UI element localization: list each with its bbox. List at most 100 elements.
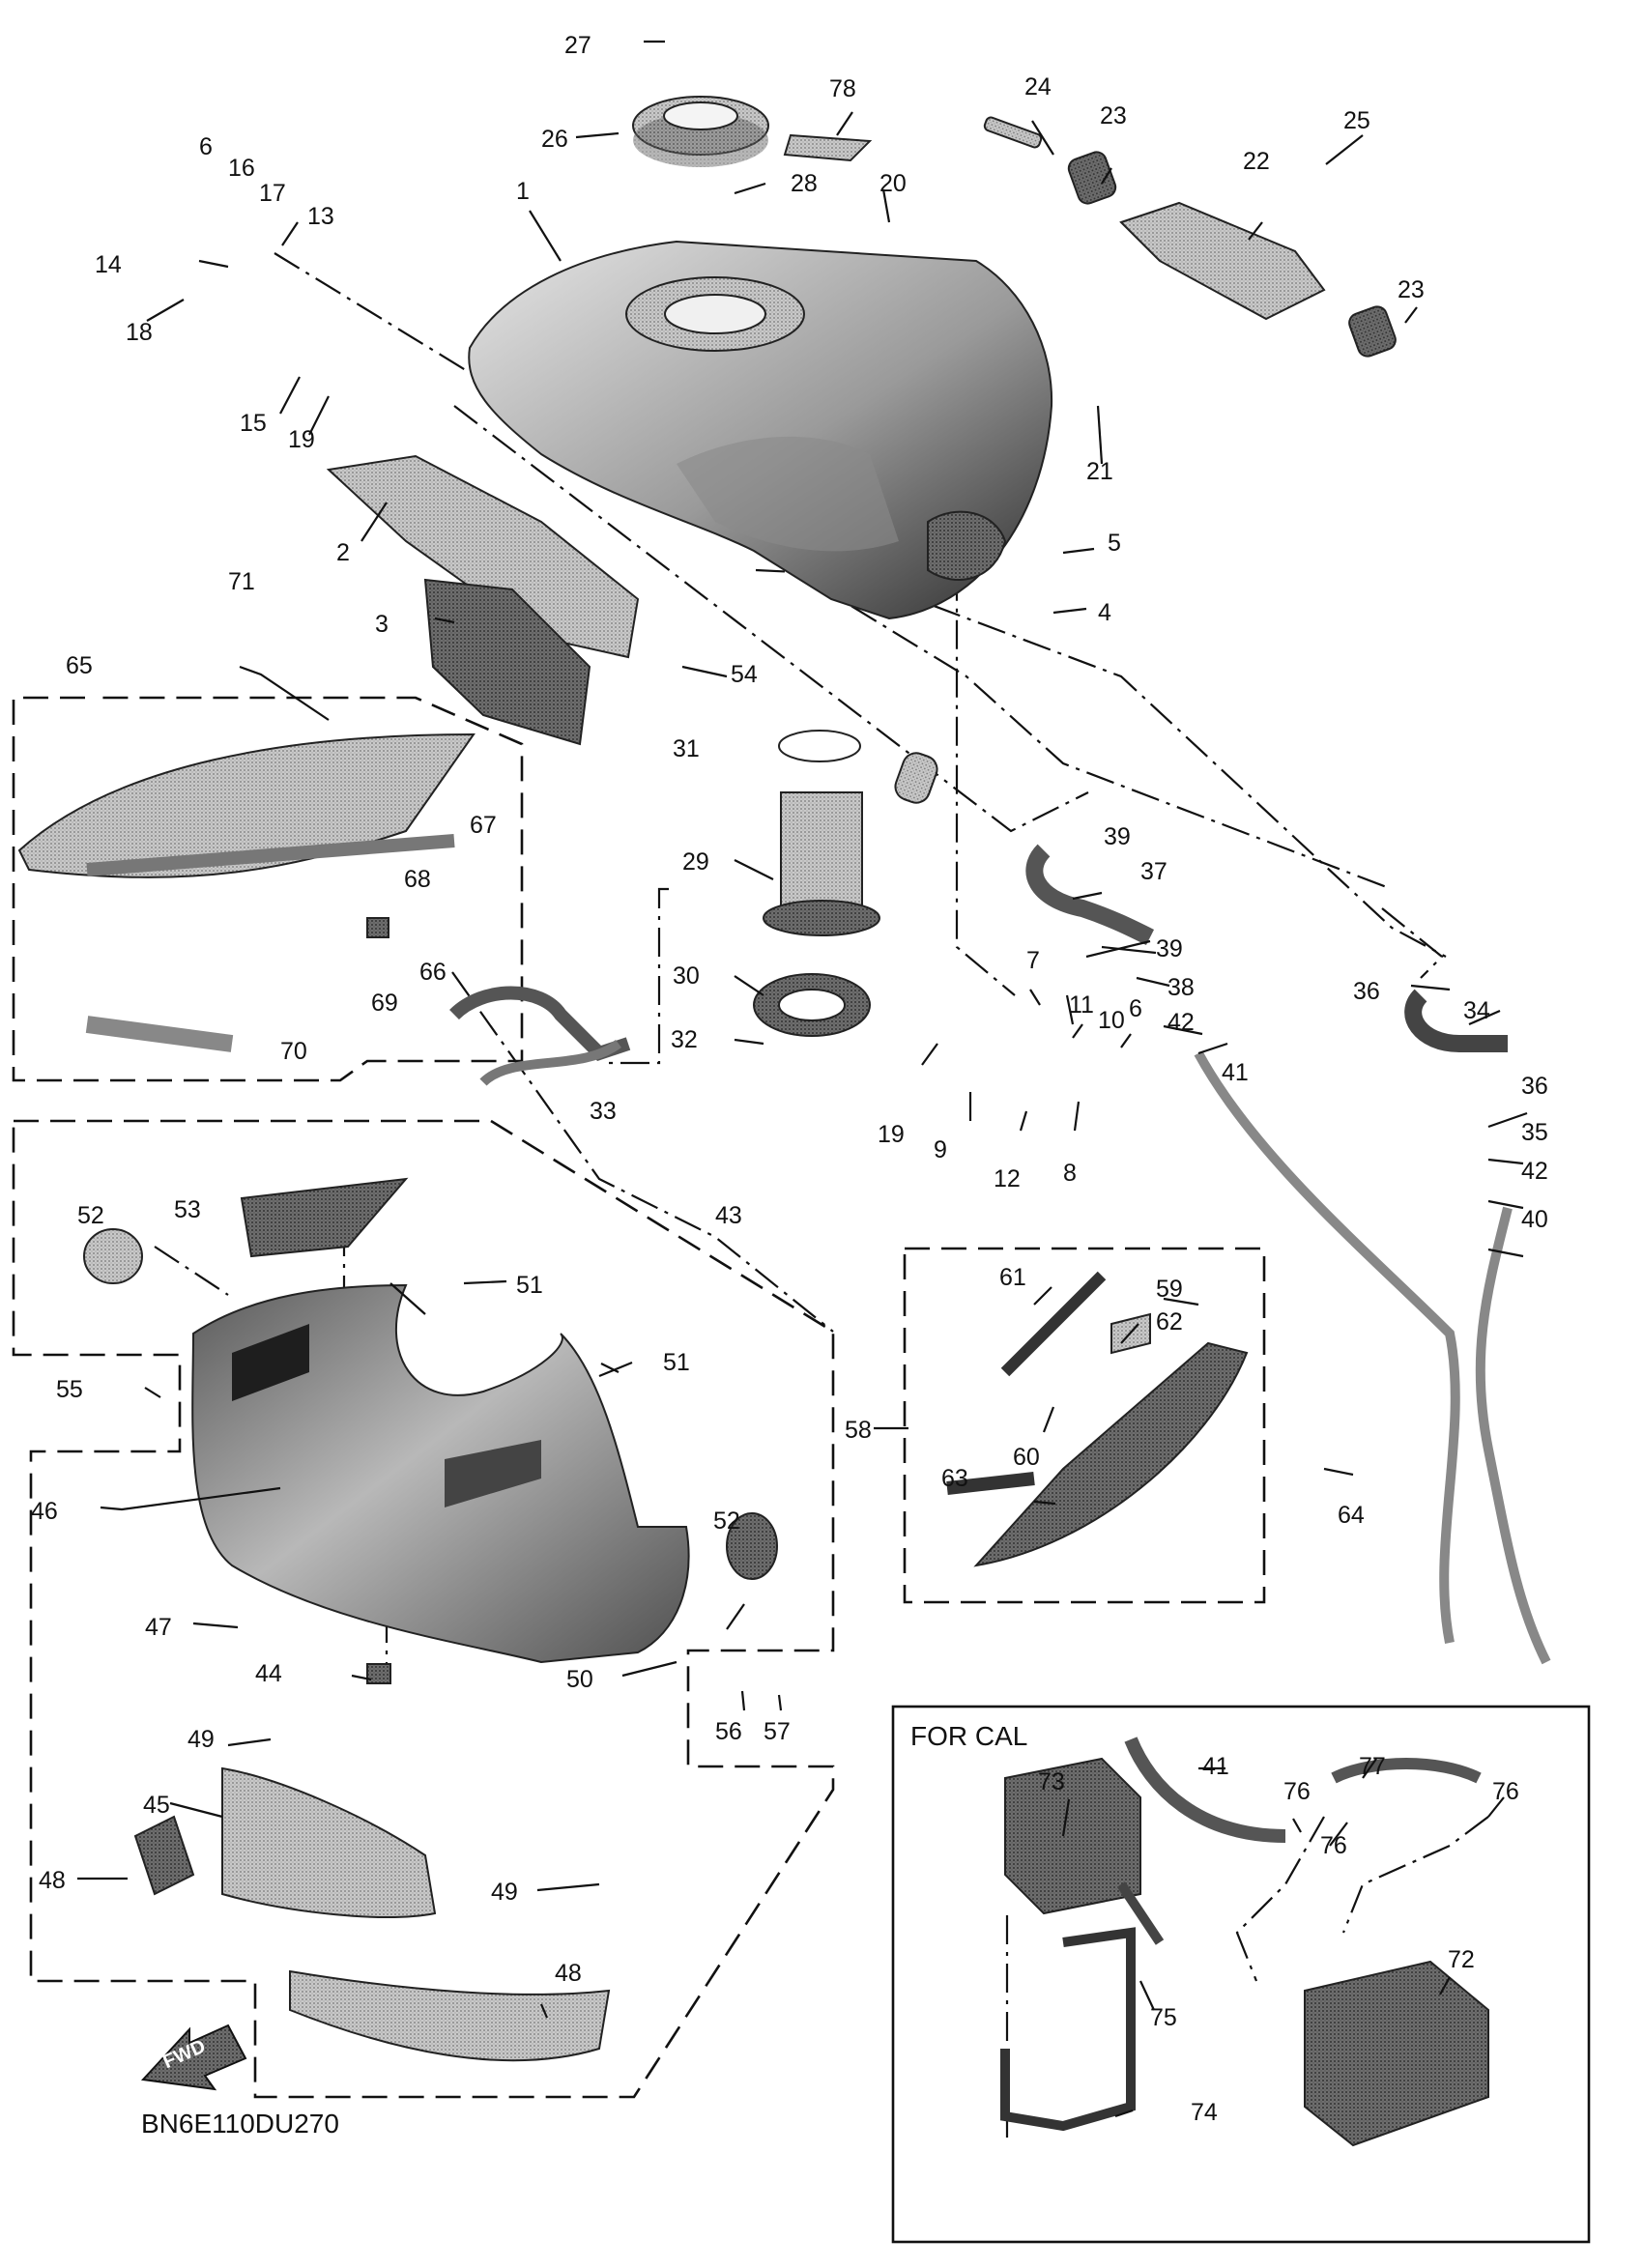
callout-39b: 39 bbox=[1156, 935, 1183, 962]
callout-48a: 48 bbox=[39, 1867, 66, 1894]
callout-67: 67 bbox=[470, 812, 497, 839]
callout-15: 15 bbox=[240, 410, 267, 437]
callout-2: 2 bbox=[336, 539, 350, 566]
for-cal-box bbox=[891, 1705, 1591, 2244]
callout-69: 69 bbox=[371, 990, 398, 1017]
callout-29: 29 bbox=[682, 848, 709, 876]
rear-bracket bbox=[983, 116, 1397, 358]
callout-12: 12 bbox=[994, 1165, 1021, 1192]
callout-40: 40 bbox=[1521, 1206, 1548, 1233]
callout-71: 71 bbox=[228, 568, 255, 595]
callout-16: 16 bbox=[228, 155, 255, 182]
callout-76b: 76 bbox=[1492, 1778, 1519, 1805]
callout-58: 58 bbox=[845, 1417, 872, 1444]
callout-37: 37 bbox=[1140, 858, 1167, 885]
breather-hoses bbox=[1025, 844, 1551, 1665]
callout-34: 34 bbox=[1463, 997, 1490, 1024]
callout-75: 75 bbox=[1150, 2004, 1177, 2031]
group-box-58 bbox=[903, 1247, 1266, 1604]
callout-47: 47 bbox=[145, 1614, 172, 1641]
callout-78: 78 bbox=[829, 75, 856, 102]
callout-3: 3 bbox=[375, 611, 389, 638]
callout-20: 20 bbox=[879, 170, 907, 197]
callout-70: 70 bbox=[280, 1038, 307, 1065]
callout-14: 14 bbox=[95, 251, 122, 278]
callout-54: 54 bbox=[731, 661, 758, 688]
callout-5: 5 bbox=[1108, 530, 1121, 557]
callout-10: 10 bbox=[1098, 1007, 1125, 1034]
callout-11: 11 bbox=[1069, 991, 1094, 1019]
callout-48b: 48 bbox=[555, 1960, 582, 1987]
callout-42b: 42 bbox=[1521, 1158, 1548, 1185]
callout-59: 59 bbox=[1156, 1276, 1183, 1303]
callout-60: 60 bbox=[1013, 1444, 1040, 1471]
callout-72: 72 bbox=[1448, 1946, 1475, 1973]
callout-24: 24 bbox=[1024, 73, 1052, 100]
diagram-code: BN6E110DU270 bbox=[141, 2109, 339, 2139]
callout-6a: 6 bbox=[199, 133, 213, 160]
callout-6b: 6 bbox=[1129, 995, 1142, 1022]
callout-44: 44 bbox=[255, 1660, 282, 1687]
callout-49b: 49 bbox=[491, 1879, 518, 1906]
group-box-43 bbox=[12, 1119, 835, 2099]
tank-side-pads bbox=[326, 454, 640, 746]
side-panel bbox=[17, 732, 476, 1052]
label-sticker bbox=[783, 133, 873, 162]
callout-22: 22 bbox=[1243, 148, 1270, 175]
callout-50: 50 bbox=[566, 1666, 593, 1693]
callout-46: 46 bbox=[31, 1498, 58, 1525]
callout-53: 53 bbox=[174, 1196, 201, 1223]
callout-8: 8 bbox=[1063, 1160, 1077, 1187]
callout-73: 73 bbox=[1038, 1768, 1065, 1795]
forward-arrow-icon: FWD bbox=[140, 2024, 247, 2091]
callout-66: 66 bbox=[419, 959, 447, 986]
callout-77: 77 bbox=[1359, 1753, 1386, 1780]
callout-38: 38 bbox=[1167, 974, 1195, 1001]
callout-63: 63 bbox=[941, 1465, 968, 1492]
callout-49a: 49 bbox=[187, 1726, 215, 1753]
callout-52b: 52 bbox=[713, 1507, 740, 1535]
callout-64: 64 bbox=[1338, 1502, 1365, 1529]
callout-57: 57 bbox=[764, 1718, 791, 1745]
callout-51a: 51 bbox=[516, 1272, 543, 1299]
callout-43: 43 bbox=[715, 1202, 742, 1229]
knee-grip-set bbox=[946, 1271, 1249, 1567]
tank-cover bbox=[83, 1177, 778, 2062]
callout-17: 17 bbox=[259, 180, 286, 207]
group-box-65 bbox=[12, 696, 524, 1082]
callout-4: 4 bbox=[1098, 599, 1111, 626]
fuel-pump bbox=[449, 730, 938, 1086]
for-cal-label: FOR CAL bbox=[910, 1721, 1027, 1751]
callout-32: 32 bbox=[671, 1026, 698, 1053]
callout-56: 56 bbox=[715, 1718, 742, 1745]
callout-25: 25 bbox=[1343, 107, 1370, 134]
callout-33: 33 bbox=[590, 1098, 617, 1125]
callout-62: 62 bbox=[1156, 1308, 1183, 1335]
callout-74: 74 bbox=[1191, 2099, 1218, 2126]
callout-52a: 52 bbox=[77, 1202, 104, 1229]
callout-26: 26 bbox=[541, 126, 568, 153]
callout-51b: 51 bbox=[663, 1349, 690, 1376]
callout-21: 21 bbox=[1086, 458, 1113, 485]
callout-19a: 19 bbox=[288, 426, 315, 453]
callout-42a: 42 bbox=[1167, 1009, 1195, 1036]
callout-18: 18 bbox=[126, 319, 153, 346]
callout-13: 13 bbox=[307, 203, 334, 230]
callout-28: 28 bbox=[791, 170, 818, 197]
callout-31: 31 bbox=[673, 735, 700, 762]
leader-lines bbox=[77, 40, 1528, 2118]
callout-68: 68 bbox=[404, 866, 431, 893]
callout-76a: 76 bbox=[1283, 1778, 1311, 1805]
callout-39a: 39 bbox=[1104, 823, 1131, 850]
callout-30: 30 bbox=[673, 962, 700, 990]
canister-parts bbox=[1000, 1737, 1489, 2147]
callout-36a: 36 bbox=[1353, 978, 1380, 1005]
callout-55: 55 bbox=[56, 1376, 83, 1403]
callout-7: 7 bbox=[1026, 947, 1040, 974]
callout-23b: 23 bbox=[1398, 276, 1425, 303]
callout-61: 61 bbox=[999, 1264, 1026, 1291]
callout-23a: 23 bbox=[1100, 102, 1127, 129]
callout-36b: 36 bbox=[1521, 1073, 1548, 1100]
callout-41a: 41 bbox=[1222, 1059, 1249, 1086]
